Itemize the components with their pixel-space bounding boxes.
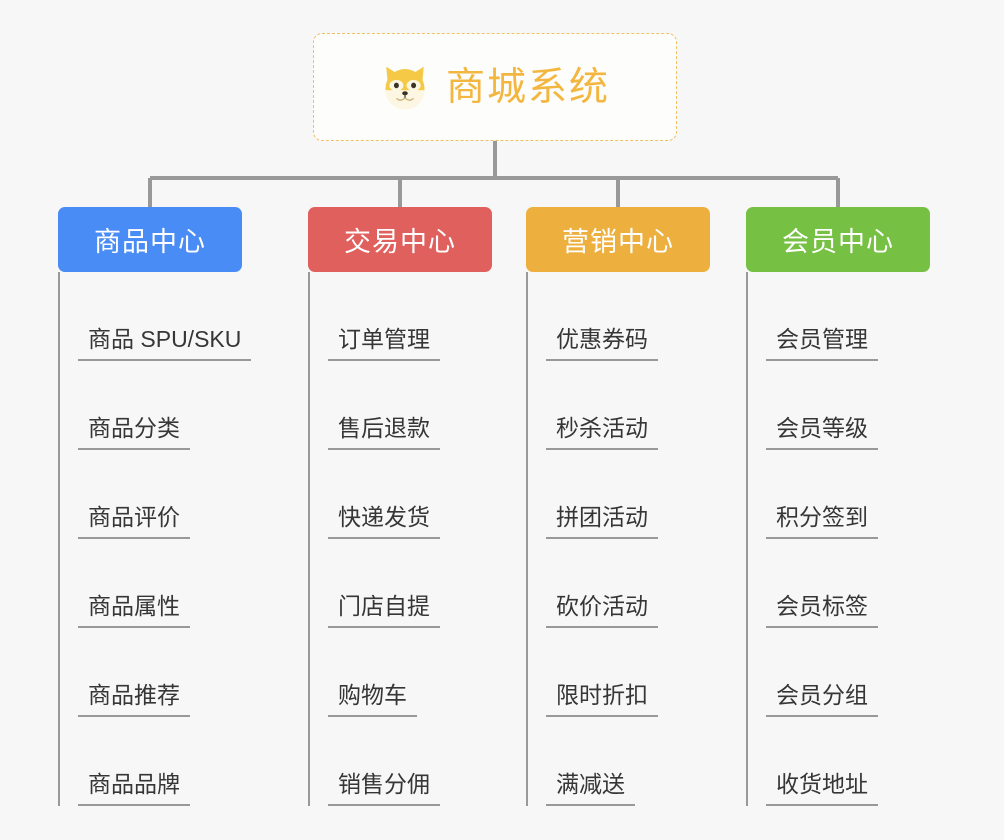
branch-spine-4	[746, 272, 748, 806]
leaf-item[interactable]: 限时折扣	[526, 628, 710, 717]
leaf-label: 限时折扣	[546, 684, 658, 717]
leaf-item[interactable]: 购物车	[308, 628, 492, 717]
leaf-label: 商品 SPU/SKU	[78, 328, 252, 361]
branch-column-4: 会员中心会员管理会员等级积分签到会员标签会员分组收货地址	[746, 207, 930, 806]
leaf-item[interactable]: 商品评价	[58, 450, 242, 539]
leaf-label: 会员管理	[766, 328, 878, 361]
leaf-label: 会员分组	[766, 684, 878, 717]
leaf-label: 秒杀活动	[546, 417, 658, 450]
leaf-label: 商品属性	[78, 595, 190, 628]
leaf-label: 收货地址	[766, 773, 878, 806]
leaf-item[interactable]: 会员分组	[746, 628, 930, 717]
leaf-label: 会员标签	[766, 595, 878, 628]
leaf-item[interactable]: 销售分佣	[308, 717, 492, 806]
leaf-label: 购物车	[328, 684, 417, 717]
leaf-item[interactable]: 门店自提	[308, 539, 492, 628]
leaf-item[interactable]: 商品品牌	[58, 717, 242, 806]
leaf-item[interactable]: 积分签到	[746, 450, 930, 539]
leaf-label: 积分签到	[766, 506, 878, 539]
branch-spine-3	[526, 272, 528, 806]
leaf-list-2: 订单管理售后退款快递发货门店自提购物车销售分佣	[308, 272, 492, 806]
leaf-label: 销售分佣	[328, 773, 440, 806]
leaf-label: 商品品牌	[78, 773, 190, 806]
branch-column-2: 交易中心订单管理售后退款快递发货门店自提购物车销售分佣	[308, 207, 492, 806]
leaf-item[interactable]: 拼团活动	[526, 450, 710, 539]
leaf-item[interactable]: 会员标签	[746, 539, 930, 628]
leaf-label: 商品推荐	[78, 684, 190, 717]
branch-column-3: 营销中心优惠券码秒杀活动拼团活动砍价活动限时折扣满减送	[526, 207, 710, 806]
leaf-label: 会员等级	[766, 417, 878, 450]
leaf-item[interactable]: 售后退款	[308, 361, 492, 450]
leaf-item[interactable]: 秒杀活动	[526, 361, 710, 450]
branch-spine-1	[58, 272, 60, 806]
root-label: 商城系统	[445, 65, 610, 109]
leaf-label: 拼团活动	[546, 506, 658, 539]
leaf-label: 优惠券码	[546, 328, 658, 361]
leaf-label: 商品分类	[78, 417, 190, 450]
leaf-item[interactable]: 商品分类	[58, 361, 242, 450]
leaf-list-1: 商品 SPU/SKU 商品分类商品评价商品属性商品推荐商品品牌	[58, 272, 252, 806]
branch-header-1[interactable]: 商品中心	[58, 207, 242, 272]
leaf-label: 满减送	[546, 773, 635, 806]
branch-spine-2	[308, 272, 310, 806]
leaf-item[interactable]: 商品属性	[58, 539, 242, 628]
leaf-item[interactable]: 收货地址	[746, 717, 930, 806]
leaf-list-3: 优惠券码秒杀活动拼团活动砍价活动限时折扣满减送	[526, 272, 710, 806]
leaf-item[interactable]: 订单管理	[308, 272, 492, 361]
branch-header-3[interactable]: 营销中心	[526, 207, 710, 272]
leaf-item[interactable]: 商品推荐	[58, 628, 242, 717]
leaf-label: 售后退款	[328, 417, 440, 450]
leaf-item[interactable]: 快递发货	[308, 450, 492, 539]
leaf-label: 订单管理	[328, 328, 440, 361]
leaf-list-4: 会员管理会员等级积分签到会员标签会员分组收货地址	[746, 272, 930, 806]
leaf-label: 快递发货	[328, 506, 440, 539]
leaf-label: 门店自提	[328, 595, 440, 628]
shiba-dog-icon	[380, 62, 430, 112]
branch-header-4[interactable]: 会员中心	[746, 207, 930, 272]
leaf-item[interactable]: 商品 SPU/SKU	[58, 272, 252, 361]
leaf-label: 商品评价	[78, 506, 190, 539]
branch-column-1: 商品中心商品 SPU/SKU 商品分类商品评价商品属性商品推荐商品品牌	[58, 207, 252, 806]
branch-header-2[interactable]: 交易中心	[308, 207, 492, 272]
leaf-label: 砍价活动	[546, 595, 658, 628]
leaf-item[interactable]: 会员管理	[746, 272, 930, 361]
leaf-item[interactable]: 砍价活动	[526, 539, 710, 628]
leaf-item[interactable]: 会员等级	[746, 361, 930, 450]
root-node[interactable]: 商城系统	[313, 33, 677, 141]
leaf-item[interactable]: 优惠券码	[526, 272, 710, 361]
leaf-item[interactable]: 满减送	[526, 717, 710, 806]
